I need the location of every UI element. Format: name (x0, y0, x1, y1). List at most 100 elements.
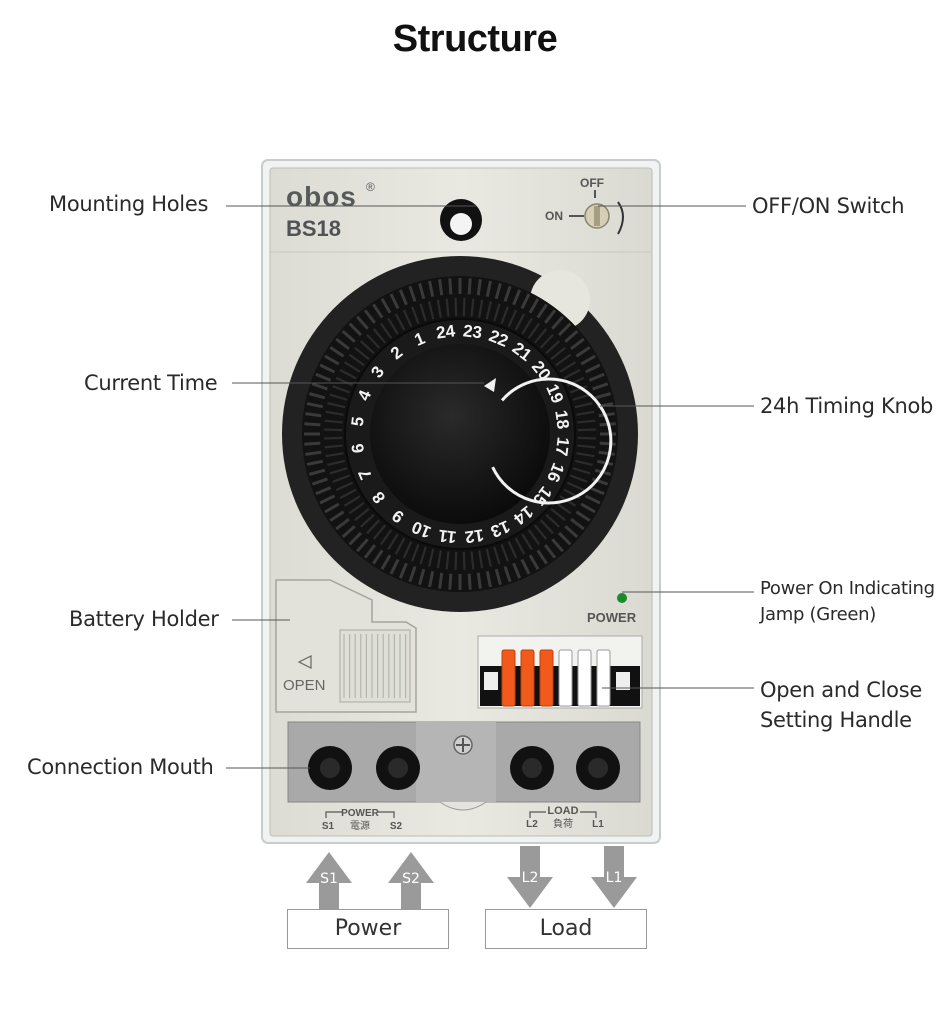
arrow-up-s1-icon (306, 852, 352, 910)
knob-pin (555, 353, 572, 367)
knob-tooth (551, 315, 564, 330)
knob-tooth (485, 571, 492, 588)
dial-number: 24 (435, 321, 457, 343)
knob-pin (493, 303, 501, 322)
label-power-indicator: Power On Indicating Jamp (Green) (760, 576, 935, 628)
knob-tooth (448, 278, 453, 295)
knob-pin (325, 410, 344, 416)
setting-handle[interactable] (577, 649, 592, 707)
knob-tooth (512, 289, 522, 306)
knob-tooth (356, 315, 369, 330)
knob-tooth (476, 279, 482, 296)
knob-pin (567, 481, 585, 492)
label-power-indicator-line1: Power On Indicating (760, 578, 935, 599)
knob-pin (366, 519, 381, 535)
knob-pin (507, 541, 518, 559)
knob-pin (332, 474, 350, 483)
knob-pin (570, 385, 588, 394)
knob-pin (572, 393, 591, 401)
knob-pin (428, 301, 435, 320)
knob-pin (545, 513, 561, 528)
knob-tooth (598, 412, 615, 418)
power-led-text: POWER (587, 610, 637, 625)
knob-tooth (341, 525, 356, 538)
knob-pin (343, 361, 361, 373)
knob-pin (366, 333, 381, 349)
knob-tooth (308, 392, 326, 400)
handle-rail-right (616, 672, 630, 690)
label-current-time: Current Time (84, 371, 218, 395)
knob-tooth (467, 573, 472, 590)
svg-text:L1: L1 (592, 819, 604, 830)
knob-pin (574, 459, 593, 466)
knob-tooth (398, 289, 408, 306)
setting-handle[interactable] (596, 649, 611, 707)
knob-tooth (306, 459, 323, 466)
knob-tooth (389, 293, 400, 310)
knob-pin (402, 541, 413, 559)
model-text: BS18 (286, 216, 341, 241)
arrow-l2-text: L2 (522, 870, 539, 886)
label-off-on-switch: OFF/ON Switch (752, 194, 905, 218)
label-setting-handle: Open and Close Setting Handle (760, 675, 922, 735)
svg-text:®: ® (366, 180, 375, 194)
setting-handle[interactable] (501, 649, 516, 707)
knob-pin (534, 524, 548, 540)
knob-pin (411, 306, 420, 324)
knob-pin (332, 385, 350, 394)
knob-pin (493, 546, 501, 565)
knob-pin (329, 393, 348, 401)
power-led (617, 593, 627, 603)
knob-tooth (551, 538, 564, 553)
knob-tooth (544, 309, 557, 324)
knob-pin (563, 368, 581, 380)
svg-text:S2: S2 (390, 821, 403, 832)
arrow-l1-text: L1 (606, 870, 623, 886)
knob-pin (436, 299, 442, 318)
switch-on-text: ON (545, 209, 563, 223)
knob-pin (324, 419, 343, 424)
knob-pin (507, 309, 518, 327)
arrow-up-s2-icon (388, 852, 434, 910)
knob-tooth (588, 372, 605, 382)
knob-tooth (494, 282, 502, 300)
knob-pin (572, 467, 591, 475)
knob-tooth (528, 554, 540, 570)
knob-tooth (528, 298, 540, 314)
knob-pin (379, 529, 393, 546)
handle-rail-left (484, 672, 498, 690)
label-battery-holder: Battery Holder (69, 607, 219, 631)
label-timing-knob: 24h Timing Knob (760, 394, 934, 418)
knob-pin (402, 309, 413, 327)
knob-tooth (389, 558, 400, 575)
knob-tooth (536, 549, 548, 565)
switch-off-text: OFF (580, 176, 604, 190)
knob-tooth (408, 285, 417, 302)
dial-number: 17 (552, 436, 573, 457)
setting-handle[interactable] (520, 649, 535, 707)
knob-pin (514, 537, 526, 555)
knob-pin (387, 533, 399, 551)
knob-tooth (564, 525, 579, 538)
knob-pin (354, 346, 370, 360)
knob-pin (354, 508, 370, 522)
knob-pin (387, 317, 399, 335)
knob-tooth (315, 372, 332, 382)
knob-tooth (438, 279, 444, 296)
knob-tooth (448, 573, 453, 590)
knob-tooth (544, 544, 557, 559)
setting-handle[interactable] (558, 649, 573, 707)
knob-tooth (428, 280, 435, 297)
knob-tooth (304, 422, 321, 427)
knob-pin (539, 333, 554, 349)
knob-pin (335, 376, 353, 387)
battery-open-text: OPEN (283, 677, 326, 694)
knob-pin (454, 298, 458, 317)
knob-tooth (380, 554, 392, 570)
knob-tooth (598, 450, 615, 456)
knob-tooth (315, 486, 332, 496)
knob-pin (574, 402, 593, 409)
knob-tooth (304, 441, 321, 446)
setting-handle[interactable] (539, 649, 554, 707)
